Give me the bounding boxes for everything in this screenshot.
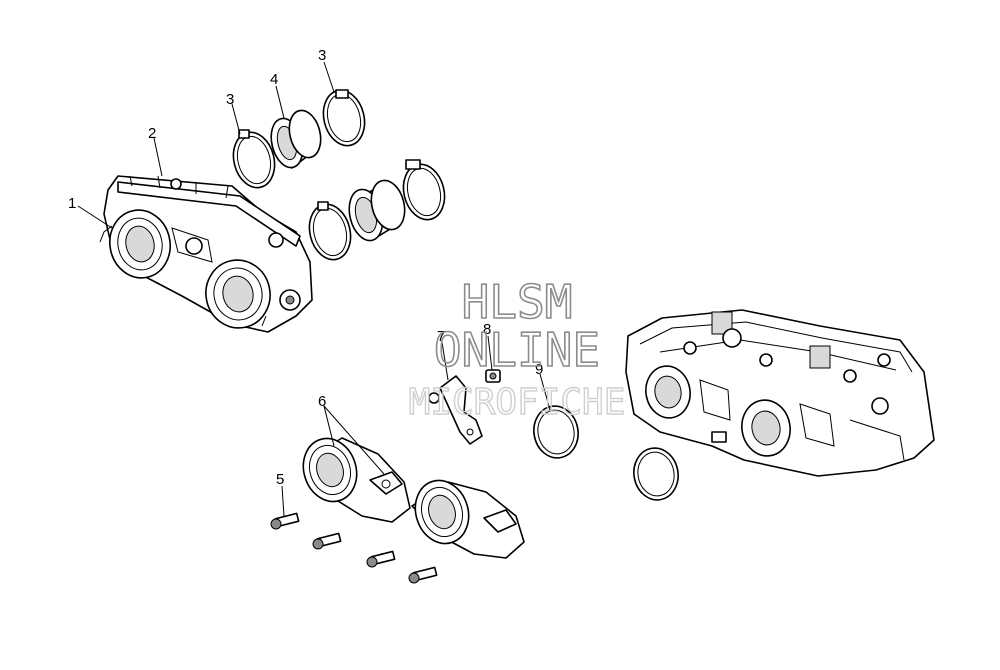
clamp-lower-right (402, 159, 446, 221)
callout-1: 1 (68, 195, 76, 212)
sensor (428, 375, 483, 445)
callout-6: 6 (318, 393, 326, 410)
screw (485, 369, 501, 383)
bolt-4 (408, 566, 438, 584)
intake-adapter-right (411, 479, 525, 559)
callout-4: 4 (270, 71, 278, 88)
callout-2: 2 (148, 125, 156, 142)
callout-8: 8 (483, 321, 491, 338)
callout-3-left: 3 (226, 91, 234, 108)
o-ring-lower (633, 447, 679, 501)
watermark-line-1: HLSM (462, 275, 573, 329)
cylinder-head (625, 309, 935, 477)
watermark: HLSM ONLINE MICROFICHE (408, 274, 626, 424)
callout-7: 7 (437, 328, 445, 345)
callout-9: 9 (535, 361, 543, 378)
clamp-upper-left (232, 129, 276, 189)
throttle-body-assembly (99, 175, 313, 333)
clamp-upper-right (322, 89, 366, 147)
callout-5: 5 (276, 471, 284, 488)
intake-boot-upper (270, 109, 322, 169)
bolt-1 (270, 512, 300, 530)
clamp-lower-left (308, 201, 352, 261)
bolt-3 (366, 550, 396, 568)
watermark-line-2: ONLINE (434, 323, 600, 377)
o-ring-upper (533, 405, 579, 459)
leader-lines (77, 61, 551, 517)
intake-boot-lower (348, 179, 406, 242)
bolt-2 (312, 532, 342, 550)
callout-3-right: 3 (318, 47, 326, 64)
watermark-line-3: MICROFICHE (409, 382, 626, 423)
intake-adapter-left (302, 437, 411, 523)
